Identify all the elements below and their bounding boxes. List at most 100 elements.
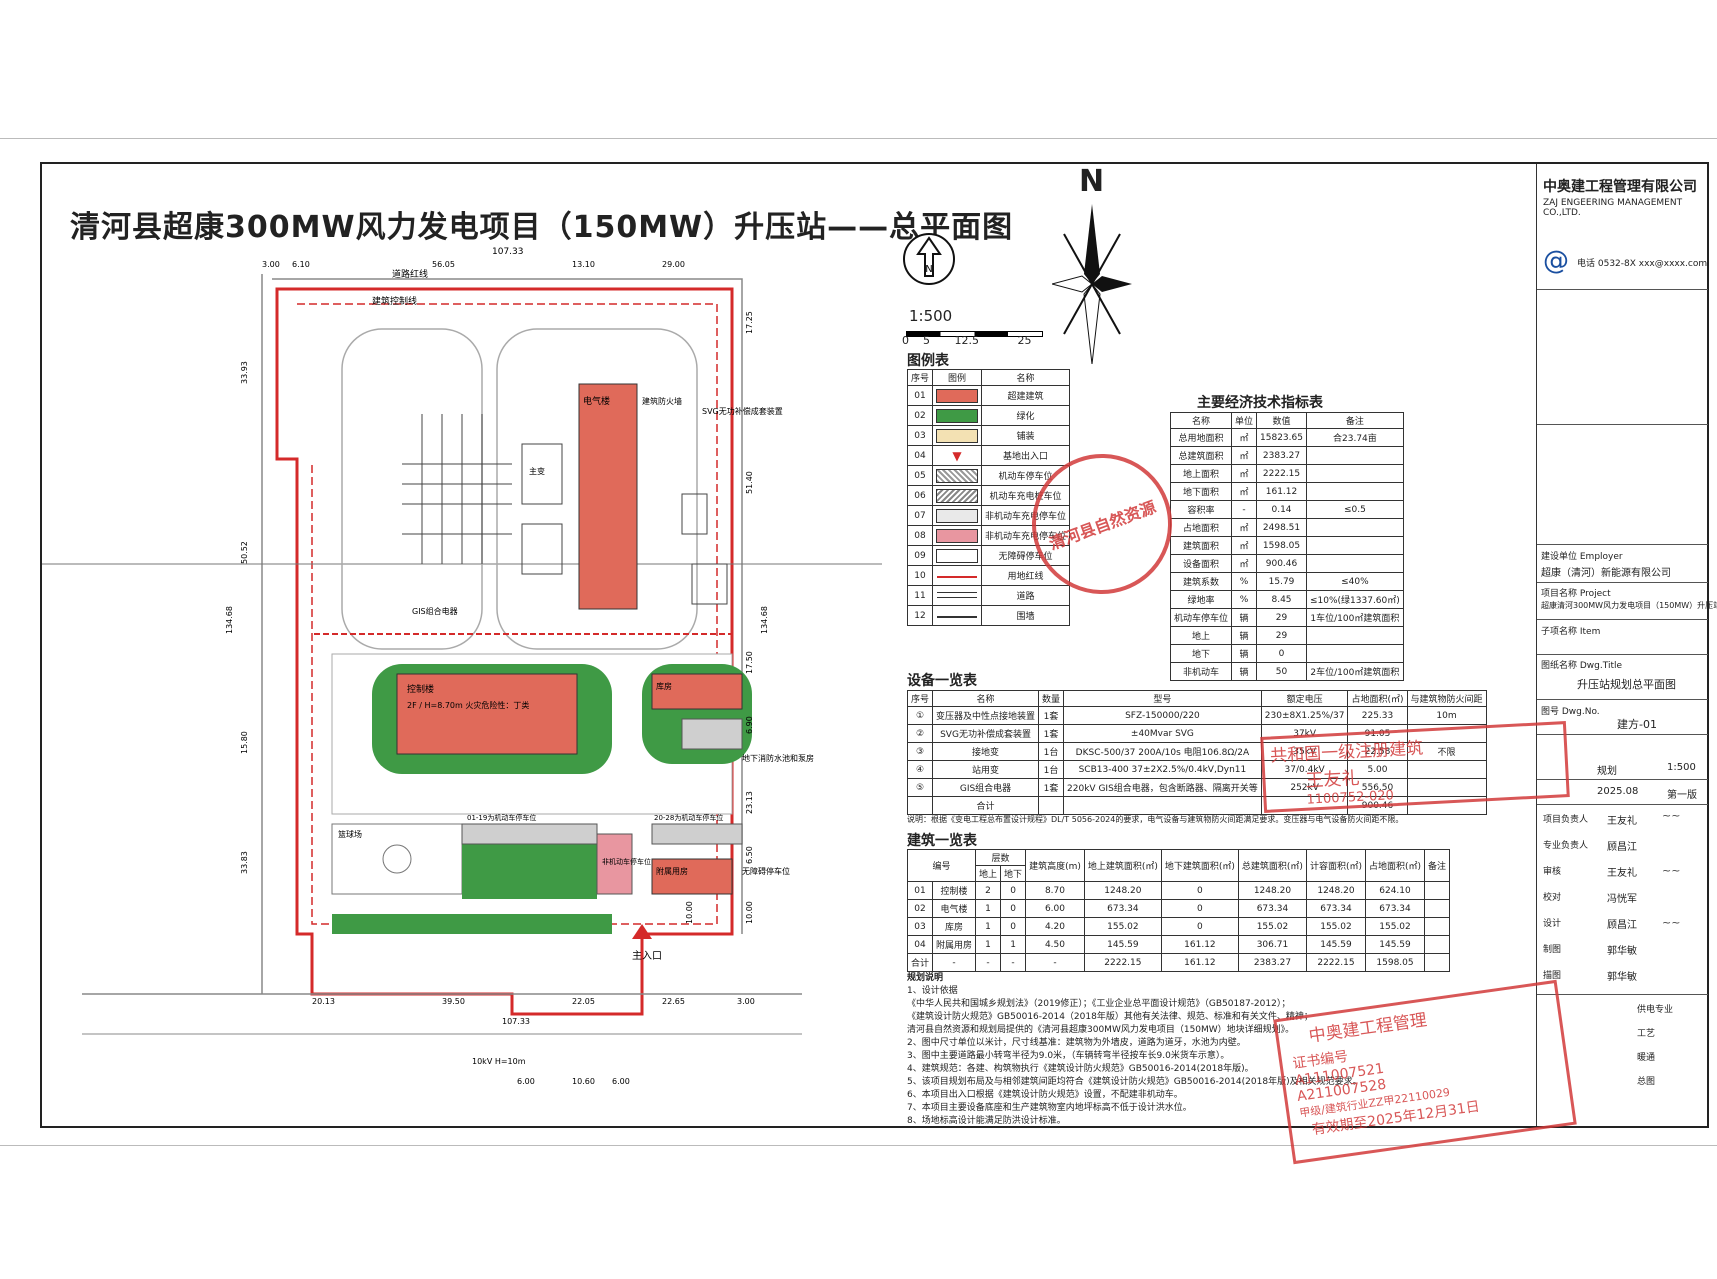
econ-header: 单位	[1231, 412, 1258, 429]
econ-cell	[1305, 536, 1404, 555]
dim-right: 10.00	[745, 901, 754, 924]
role-label: 专业负责人	[1543, 841, 1589, 851]
legend-swatch	[932, 605, 983, 626]
econ-cell: 设备面积	[1169, 554, 1233, 573]
econ-cell: ≤40%	[1305, 572, 1404, 591]
buildings-cell: 6.00	[1025, 899, 1085, 918]
dim-bottom: 107.33	[502, 1017, 530, 1026]
legend-swatch	[932, 545, 983, 566]
notes-line: 3、图中主要道路最小转弯半径为9.0米，（车辆转弯半径按车长9.0米货车示意）。	[907, 1051, 1230, 1061]
notes-line: 6、本项目出入口根据《建筑设计防火规范》设置，不配建非机动车。	[907, 1090, 1183, 1100]
equipment-cell: ②	[906, 724, 934, 743]
dwg-no-label: 图号 Dwg.No.	[1541, 707, 1600, 717]
dim-bottom: 20.13	[312, 997, 335, 1006]
svg-label: SVG无功补偿成套装置	[702, 406, 783, 416]
main-entrance-icon	[632, 924, 652, 939]
econ-cell: 1车位/100㎡建筑面积	[1305, 608, 1404, 627]
buildings-header: 计容面积(㎡)	[1305, 849, 1366, 882]
buildings-cell: 0	[1160, 899, 1239, 918]
equipment-cell: 1套	[1038, 724, 1065, 743]
legend-no: 11	[906, 585, 934, 606]
econ-cell: 2车位/100㎡建筑面积	[1305, 662, 1404, 681]
company-contact: 电话 0532-8X xxx@xxxx.com	[1577, 259, 1708, 269]
equipment-cell: ±40Mvar SVG	[1063, 724, 1262, 743]
dim-bottom: 6.00	[612, 1077, 630, 1086]
legend-no: 09	[906, 545, 934, 566]
equipment-cell	[1063, 796, 1262, 815]
drawing-version: 第一版	[1667, 790, 1697, 801]
buildings-header: 建筑高度(m)	[1025, 849, 1085, 882]
buildings-cell: -	[1000, 953, 1027, 972]
econ-cell: 占地面积	[1169, 518, 1233, 537]
legend-no: 06	[906, 485, 934, 506]
legend-name: 基地出入口	[981, 445, 1071, 466]
buildings-cell: 控制楼	[932, 881, 977, 900]
equipment-cell	[1406, 796, 1487, 815]
econ-cell: 15823.65	[1256, 428, 1307, 447]
storehouse-label: 库房	[656, 681, 672, 691]
buildings-cell: 673.34	[1305, 899, 1366, 918]
scale-tick: 25	[1017, 334, 1032, 347]
econ-cell: 8.45	[1256, 590, 1307, 609]
equipment-cell: 1套	[1038, 706, 1065, 725]
buildings-cell: 145.59	[1083, 935, 1162, 954]
legend-no: 01	[906, 385, 934, 406]
econ-cell: 15.79	[1256, 572, 1307, 591]
discipline-label: 工艺	[1637, 1029, 1656, 1039]
econ-cell: 非机动车	[1169, 662, 1233, 681]
buildings-cell: 1598.05	[1364, 953, 1426, 972]
parking-label-a: 01-19为机动车停车位	[467, 813, 536, 822]
legend-no: 03	[906, 425, 934, 446]
control-building	[396, 673, 578, 755]
econ-cell: 地下面积	[1169, 482, 1233, 501]
equipment-cell: 变压器及中性点接地装置	[932, 706, 1040, 725]
scale-tick: 5	[923, 334, 930, 347]
legend-swatch	[932, 405, 983, 426]
buildings-cell: 161.12	[1160, 953, 1239, 972]
econ-cell	[1305, 626, 1404, 645]
equipment-header: 数量	[1038, 690, 1065, 707]
equipment-header: 型号	[1063, 690, 1262, 707]
econ-heading: 主要经济技术指标表	[1197, 395, 1323, 411]
electric-building	[578, 383, 638, 610]
legend-header: 名称	[981, 369, 1071, 386]
equipment-cell: ③	[906, 742, 934, 761]
buildings-cell: 2383.27	[1237, 953, 1307, 972]
econ-cell: ㎡	[1231, 518, 1258, 537]
title-block: 中奥建工程管理有限公司 ZAJ ENGEERING MANAGEMENT CO.…	[1536, 164, 1717, 1126]
buildings-cell: 库房	[932, 917, 977, 936]
econ-cell: ≤0.5	[1305, 500, 1404, 519]
building-control-line	[297, 303, 718, 925]
econ-cell: 161.12	[1256, 482, 1307, 501]
econ-cell: 辆	[1231, 644, 1258, 663]
equipment-cell: 230±8X1.25%/37	[1260, 706, 1349, 725]
equipment-header: 占地面积(㎡)	[1347, 690, 1408, 707]
buildings-cell: 155.02	[1364, 917, 1426, 936]
buildings-cell: 1248.20	[1305, 881, 1366, 900]
econ-cell: 0.14	[1256, 500, 1307, 519]
equipment-cell: SVG无功补偿成套装置	[932, 724, 1040, 743]
dim-bottom: 39.50	[442, 997, 465, 1006]
econ-cell: 总用地面积	[1169, 428, 1233, 447]
buildings-header: 地下建筑面积(㎡)	[1160, 849, 1239, 882]
bike-label: 非机动车停车位	[602, 857, 651, 866]
equipment-header: 序号	[906, 690, 934, 707]
buildings-cell: 673.34	[1237, 899, 1307, 918]
buildings-cell: 673.34	[1083, 899, 1162, 918]
role-label: 校对	[1543, 893, 1562, 903]
buildings-cell: 4.20	[1025, 917, 1085, 936]
buildings-heading: 建筑一览表	[907, 833, 977, 849]
econ-cell: 2222.15	[1256, 464, 1307, 483]
econ-cell: 2383.27	[1256, 446, 1307, 465]
power-line-label: 10kV H=10m	[472, 1057, 526, 1066]
